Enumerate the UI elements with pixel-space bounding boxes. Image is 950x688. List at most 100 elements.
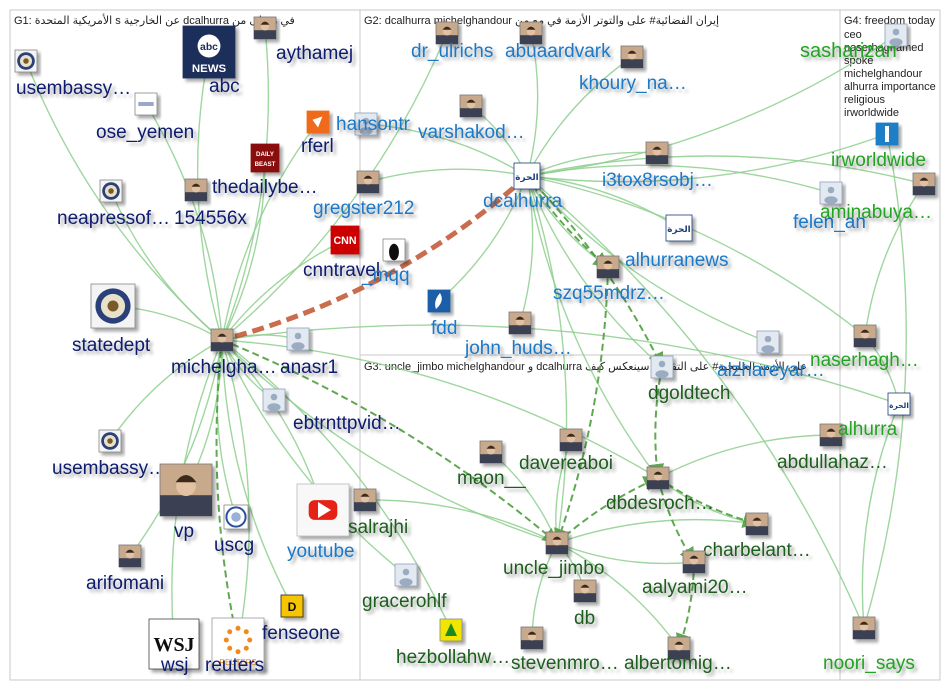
node-maon[interactable]: maon__ [457,440,526,489]
edge-michelgha-neapressof [109,189,223,341]
node-label: naserhagh… [810,350,919,371]
node-dr_ulrichs[interactable]: dr_ulrichs [411,21,493,62]
reuters-logo-icon: REUTERS [211,617,265,671]
node-stevenmro[interactable]: stevenmro… [511,626,619,674]
node-noori_says[interactable]: noori_says [823,616,915,674]
person-photo-icon [435,21,459,45]
node-usembassy2[interactable]: usembassy… [52,429,167,479]
node-label: alhurra [838,419,898,440]
person-photo-icon [118,544,142,568]
youtube-logo-icon [296,483,350,537]
person-photo-icon [559,428,583,452]
edge-uncle_jimbo-salrajhi [363,494,558,544]
edge-michelgha-reuters [221,339,250,646]
person-photo-icon [184,178,208,202]
node-usembassy1[interactable]: usembassy… [14,49,131,99]
person-photo-icon [519,21,543,45]
node-i3tox8rsobj[interactable]: i3tox8rsobj… [602,141,713,191]
node-label: hansontr [336,114,411,135]
node-aalyami20[interactable]: aalyami20… [642,550,748,598]
edge-dcalhurra-dbdesroch [526,175,659,480]
node-felen[interactable]: felen_an [793,181,866,233]
node-aminabuya[interactable]: aminabuya… [820,172,936,223]
svg-text:NEWS: NEWS [192,63,227,75]
node-rferl[interactable]: rferl [301,110,334,157]
heavy-edge-dcalhurra-michelgha [221,174,529,343]
avatar-icon [262,388,286,412]
node-label: aalyami20… [642,577,748,598]
node-db[interactable]: db [573,579,597,629]
node-salrajhi[interactable]: salrajhi [348,488,408,538]
node-naserhagh[interactable]: naserhagh… [810,324,919,371]
node-hansontr[interactable]: hansontr [336,112,411,136]
node-khoury_na[interactable]: khoury_na… [579,45,687,94]
person-photo-icon [459,94,483,118]
node-hezbollahw[interactable]: hezbollahw… [396,618,510,668]
edge-uncle_jimbo-charbelant [556,517,759,544]
avatar-icon [286,327,310,351]
node-ebtrnttpvid[interactable]: ebtrnttpvid… [262,388,401,434]
node-ose_yemen[interactable]: ose_yemen [96,92,194,143]
node-uscg[interactable]: uscg [214,504,254,556]
node-uncle_jimbo[interactable]: uncle_jimbo [503,531,604,579]
person-photo-icon [356,170,380,194]
edge-dcalhurra-naserhagh [526,175,867,337]
node-statedept[interactable]: statedept [72,283,151,356]
node-alzhareyar[interactable]: alzhareyar… [717,330,825,381]
node-arifomani[interactable]: arifomani [86,544,164,594]
person-photo-icon [596,255,620,279]
node-label: youtube [287,541,355,562]
node-gracerohlf[interactable]: gracerohlf [362,563,447,612]
node-abdullahaz[interactable]: abdullahaz… [777,423,888,473]
node-aythamej[interactable]: aythamej [253,16,353,64]
node-label: db [574,608,595,629]
node-john_huds[interactable]: john_huds… [464,311,572,359]
node-abuaardvark[interactable]: abuaardvark [505,21,611,62]
edge-dcalhurra-uncle_jimbo [526,175,568,545]
node-michelgha[interactable]: michelgha… [171,328,277,378]
node-youtube[interactable]: youtube [287,483,355,562]
node-vp[interactable]: vp [159,463,213,542]
node-label: sasharizan [800,40,897,62]
node-anasr1[interactable]: anasr1 [280,327,338,378]
node-thedailybe[interactable]: DAILYBEASTthedailybe… [212,143,318,198]
node-label: statedept [72,335,151,356]
node-n154556x[interactable]: 154556x [174,178,247,229]
strong-edge-szq55mdrz-uncle_jimbo [554,266,609,545]
node-albertomig[interactable]: albertomig… [624,636,732,674]
node-charbelant[interactable]: charbelant… [703,512,811,561]
edge-dcalhurra-dgoldtech [526,175,664,368]
node-dgoldtech[interactable]: dgoldtech [648,355,730,404]
node-sasharizan[interactable]: sasharizan [800,23,908,62]
node-fdd[interactable]: fdd [427,289,457,339]
person-photo-icon [573,579,597,603]
node-label: szq55mdrz… [553,283,665,304]
node-varshakod[interactable]: varshakod… [418,94,525,143]
edge-irworldwide-noori_says [861,133,907,630]
node-gregster212[interactable]: gregster212 [313,170,414,219]
node-dbdesroch[interactable]: dbdesroch… [606,466,714,514]
node-szq55mdrz[interactable]: szq55mdrz… [553,255,665,304]
node-davereaboi[interactable]: davereaboi [519,428,613,474]
node-label: aythamej [276,43,353,64]
edge-michelgha-uscg [216,339,239,519]
edge-michelgha-alhurra [221,324,901,407]
node-mqq[interactable]: _mqq [361,238,410,286]
node-neapressof[interactable]: neapressof… [57,179,170,229]
strong-edge-dgoldtech-dbdesroch [648,366,665,480]
group-header-g1: G1: الأمريكية المتحدة s عن الخارجية dcal… [14,13,295,27]
state-seal-icon [99,179,123,203]
node-label: salrajhi [348,517,408,538]
edge-dcalhurra-sasharizan [526,34,898,177]
node-irworldwide[interactable]: irworldwide [831,122,926,171]
person-photo-icon [479,440,503,464]
